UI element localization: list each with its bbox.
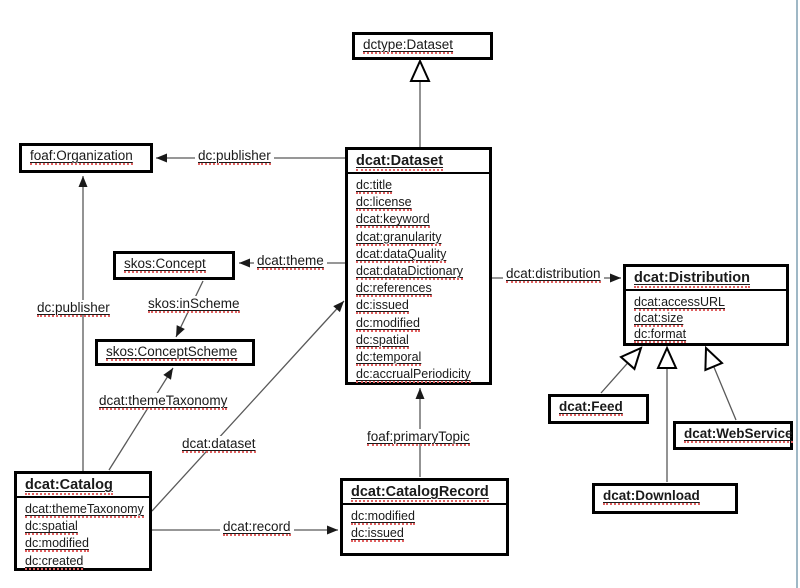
class-box-dcat-feed: dcat:Feed: [548, 394, 649, 424]
property-label: dcat:granularity: [356, 229, 442, 246]
property-label: dc:title: [356, 178, 393, 194]
edge-label-text: dcat:record: [223, 519, 291, 536]
property-label: dc:spatial: [25, 519, 78, 536]
page-edge-line: [796, 0, 798, 588]
class-name: foaf:Organization: [30, 148, 133, 165]
edge-label-publisher-top: dc:publisher: [195, 148, 274, 165]
class-name: dcat:CatalogRecord: [351, 484, 489, 502]
property-label: dcat:keyword: [356, 212, 430, 229]
edge-generalization-feed-distribution: [600, 348, 641, 394]
edge-label-record: dcat:record: [220, 519, 294, 536]
class-name: dcat:Dataset: [356, 153, 444, 171]
edge-label-text: dcat:themeTaxonomy: [99, 393, 228, 410]
class-name: skos:Concept: [124, 256, 206, 273]
edge-label-theme: dcat:theme: [254, 253, 327, 270]
property-label: dc:temporal: [356, 350, 422, 367]
edge-themetaxonomy-catalog-conceptscheme: [108, 367, 174, 471]
property-label: dc:format: [634, 327, 687, 344]
property-label: dc:references: [356, 281, 432, 298]
edge-label-text: dc:publisher: [37, 300, 110, 317]
edge-label-text: skos:inScheme: [148, 296, 240, 313]
property-label: dcat:size: [634, 311, 684, 328]
edge-label-dataset: dcat:dataset: [179, 436, 259, 453]
property-label: dc:accrualPeriodicity: [356, 367, 471, 384]
class-header: dcat:CatalogRecord: [343, 481, 506, 505]
class-header: dcat:Catalog: [17, 474, 149, 498]
class-box-skos-conceptscheme: skos:ConceptScheme: [95, 339, 255, 366]
edge-label-publisher-left: dc:publisher: [34, 300, 113, 317]
class-name: dcat:Download: [603, 488, 700, 505]
edge-dataset-catalog-dataset: [151, 300, 345, 512]
class-box-skos-concept: skos:Concept: [113, 251, 235, 280]
property-label: dc:issued: [356, 298, 409, 315]
class-name: dctype:Dataset: [363, 37, 454, 54]
property-label: dc:spatial: [356, 332, 409, 349]
edge-label-text: dc:publisher: [198, 148, 271, 165]
edge-label-inscheme: skos:inScheme: [145, 296, 243, 313]
edge-label-primarytopic: foaf:primaryTopic: [364, 429, 473, 446]
property-label: dcat:dataQuality: [356, 246, 447, 263]
edge-label-text: dcat:theme: [257, 253, 324, 270]
class-header: dcat:Distribution: [626, 267, 786, 291]
class-header: dcat:Dataset: [348, 150, 489, 174]
property-label: dcat:dataDictionary: [356, 264, 464, 281]
class-name: dcat:Feed: [559, 399, 623, 416]
class-box-foaf-organization: foaf:Organization: [19, 143, 153, 173]
edge-label-text: dcat:dataset: [182, 436, 256, 453]
property-label: dcat:themeTaxonomy: [25, 502, 144, 518]
edge-label-themetaxonomy: dcat:themeTaxonomy: [96, 393, 231, 410]
class-name: dcat:Distribution: [634, 270, 750, 288]
class-name: dcat:WebService: [684, 426, 793, 443]
property-label: dc:modified: [351, 509, 415, 525]
property-label: dc:modified: [356, 315, 420, 332]
class-box-dcat-download: dcat:Download: [592, 483, 738, 514]
class-name: dcat:Catalog: [25, 477, 113, 495]
property-label: dc:issued: [351, 526, 404, 543]
property-label: dcat:accessURL: [634, 295, 726, 311]
class-box-dctype-dataset: dctype:Dataset: [352, 32, 493, 60]
edge-label-distribution: dcat:distribution: [503, 266, 604, 283]
edge-label-text: foaf:primaryTopic: [367, 429, 470, 446]
property-label: dc:modified: [25, 536, 89, 553]
property-label: dc:created: [25, 553, 84, 570]
edge-label-text: dcat:distribution: [506, 266, 601, 283]
property-label: dc:license: [356, 195, 412, 212]
class-name: skos:ConceptScheme: [106, 344, 238, 361]
class-box-dcat-webservice: dcat:WebService: [673, 421, 793, 450]
edge-generalization-webservice-distribution: [706, 348, 737, 421]
